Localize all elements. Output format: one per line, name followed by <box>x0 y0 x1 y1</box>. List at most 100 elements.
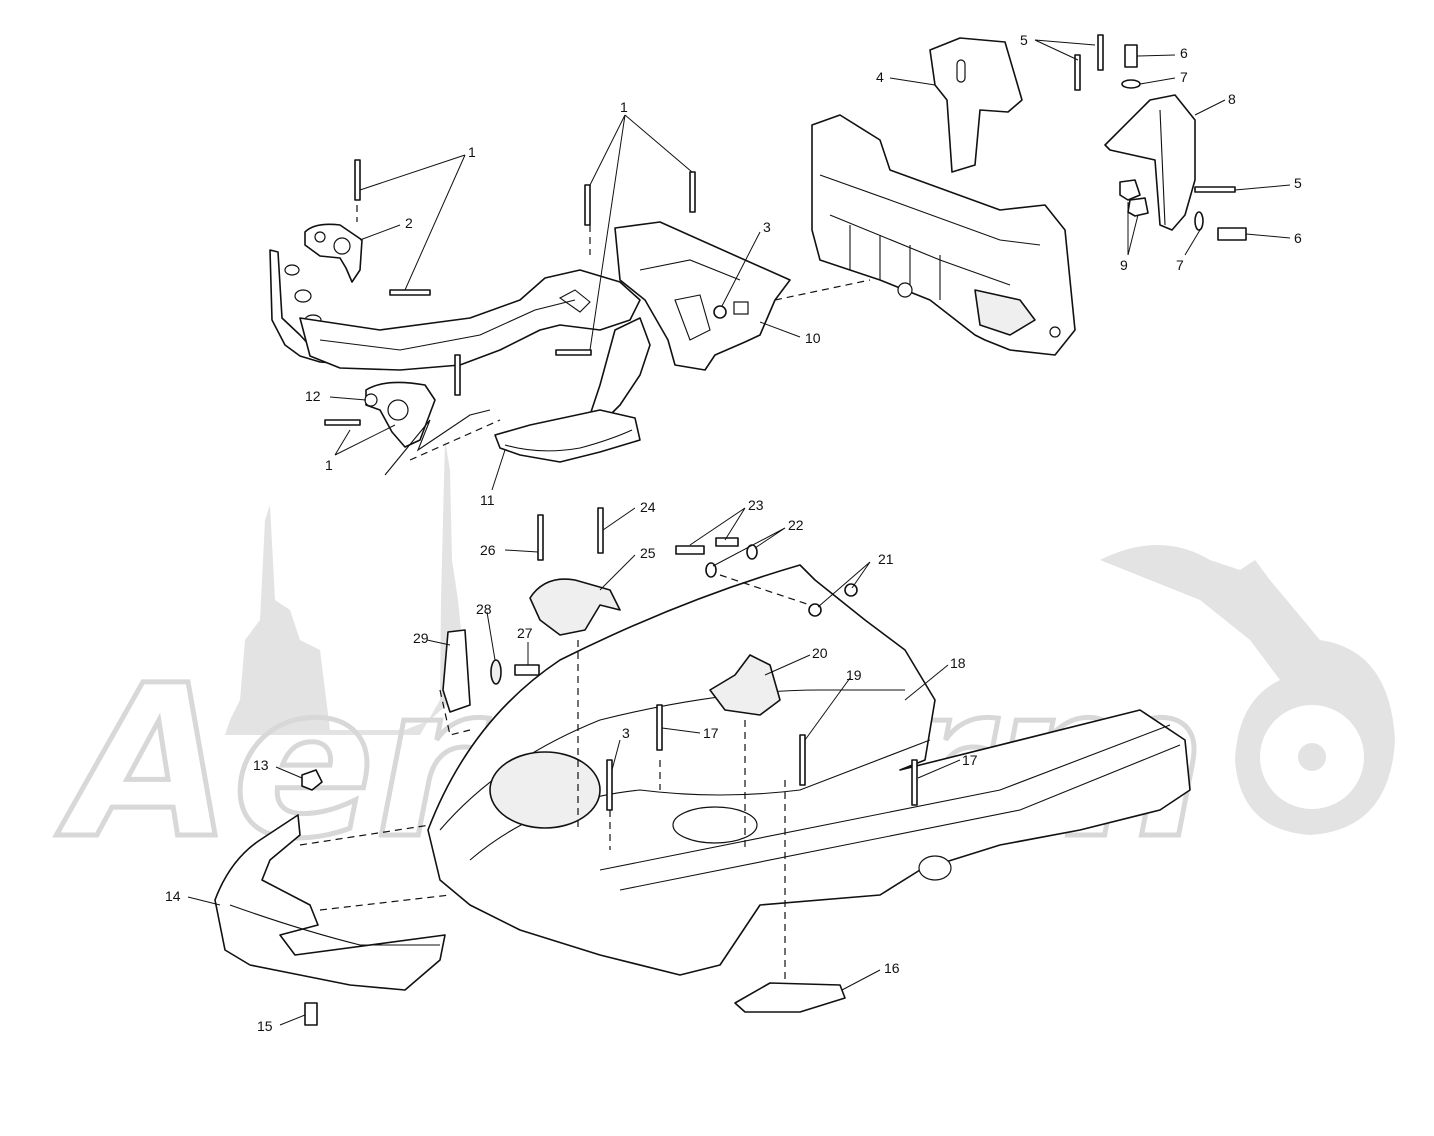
ski-mount-11 <box>494 409 641 463</box>
bulkhead-hole-icon <box>284 264 300 276</box>
bracket-hole-icon <box>333 237 351 255</box>
leader-6b <box>1245 233 1291 239</box>
dash-line <box>774 279 871 301</box>
callout-28: 28 <box>476 601 492 617</box>
rivet-5-icon <box>1194 186 1236 193</box>
bracket-8 <box>1104 94 1196 231</box>
leader-8 <box>1194 99 1226 116</box>
callout-12: 12 <box>305 388 321 404</box>
callout-21: 21 <box>878 551 894 567</box>
watermark-spire-icon <box>225 440 462 735</box>
center-bracket-slot-icon <box>733 301 749 315</box>
rivet-1-icon <box>689 171 696 213</box>
bracket-hole-icon <box>364 393 378 407</box>
leader-6a <box>1136 54 1176 57</box>
center-bracket-edge <box>639 259 741 281</box>
plate-29 <box>442 629 471 713</box>
belly-pan-opening-icon <box>672 806 758 844</box>
callout-6: 6 <box>1180 45 1188 61</box>
leader-1a <box>359 154 466 291</box>
callout-15: 15 <box>257 1018 273 1034</box>
callout-19: 19 <box>846 667 862 683</box>
front-leg <box>589 317 651 421</box>
rivet-19-icon <box>799 734 806 786</box>
ski-mount-edge <box>504 429 633 452</box>
leader-19 <box>804 677 851 741</box>
nut-9-icon <box>1119 179 1141 201</box>
bracket-slot-icon <box>956 59 966 83</box>
belly-pan-rail-edge <box>599 724 1171 871</box>
rear-frame-ribs <box>849 225 941 300</box>
leader-24 <box>602 507 636 531</box>
dash-line <box>319 894 451 911</box>
front-frame-assembly <box>269 221 791 476</box>
callout-24: 24 <box>640 499 656 515</box>
leader-3a <box>721 231 761 307</box>
callout-3: 3 <box>763 219 771 235</box>
leader-3b <box>611 739 621 771</box>
leader-9 <box>1127 202 1139 256</box>
rivet-3-icon <box>606 759 613 811</box>
center-bracket-gusset <box>674 294 711 341</box>
washer-7-icon <box>1121 79 1141 89</box>
upper-rivets <box>324 159 727 426</box>
leader-5b <box>1234 184 1291 191</box>
callout-6: 6 <box>1294 230 1302 246</box>
leader-13 <box>275 766 303 779</box>
leader-16 <box>841 969 881 991</box>
nut-21-icon <box>844 583 858 597</box>
rivet-1-icon <box>324 419 361 426</box>
leader-17a <box>661 727 701 734</box>
bolt-15-icon <box>304 1002 318 1026</box>
callout-1: 1 <box>325 457 333 473</box>
bulkhead-hole-icon <box>294 289 312 303</box>
callout-26: 26 <box>480 542 496 558</box>
callout-4: 4 <box>876 69 884 85</box>
leader-29 <box>426 639 451 646</box>
bumper-14 <box>214 814 446 991</box>
rear-frame-assembly <box>811 34 1247 356</box>
rivet-1-icon <box>555 349 592 356</box>
belly-pan-recess <box>489 751 601 829</box>
callout-13: 13 <box>253 757 269 773</box>
nut-13-icon <box>301 769 323 791</box>
bolt-27-icon <box>514 664 540 676</box>
leader-21 <box>817 561 871 608</box>
frame-rail-edge <box>319 299 576 351</box>
grommet-28-icon <box>490 659 502 685</box>
leader-7a <box>1139 77 1176 85</box>
watermark-wheel-center-icon <box>1298 743 1326 771</box>
bracket-8-edge <box>1159 109 1166 226</box>
belly-pan-assembly <box>214 507 1191 1026</box>
washer-22-icon <box>705 562 717 578</box>
bolt-6-icon <box>1124 44 1138 68</box>
rivet-1-icon <box>584 184 591 226</box>
callout-5: 5 <box>1020 32 1028 48</box>
rivet-1-icon <box>454 354 461 396</box>
bracket-hole-icon <box>314 231 326 243</box>
bracket-2 <box>304 223 363 283</box>
duct-20 <box>709 654 781 716</box>
leader-14 <box>187 896 221 906</box>
callout-17: 17 <box>703 725 719 741</box>
rivet-23-icon <box>675 545 705 555</box>
callout-18: 18 <box>950 655 966 671</box>
nut-9-icon <box>1127 197 1149 217</box>
rivet-26-icon <box>537 514 544 561</box>
leader-28 <box>486 611 496 661</box>
callout-16: 16 <box>884 960 900 976</box>
callout-3: 3 <box>622 725 630 741</box>
rivet-5-icon <box>1074 54 1081 91</box>
rivet-1-icon <box>354 159 361 201</box>
center-bracket-10 <box>614 221 791 371</box>
bracket-hole-icon <box>387 399 409 421</box>
leader-25 <box>599 554 636 591</box>
leader-17b <box>917 759 961 779</box>
callout-9: 9 <box>1120 257 1128 273</box>
assembly-lines <box>299 205 871 980</box>
callout-8: 8 <box>1228 91 1236 107</box>
washer-7-icon <box>1194 211 1204 231</box>
leader-1b <box>589 114 693 351</box>
rear-frame <box>811 114 1076 356</box>
